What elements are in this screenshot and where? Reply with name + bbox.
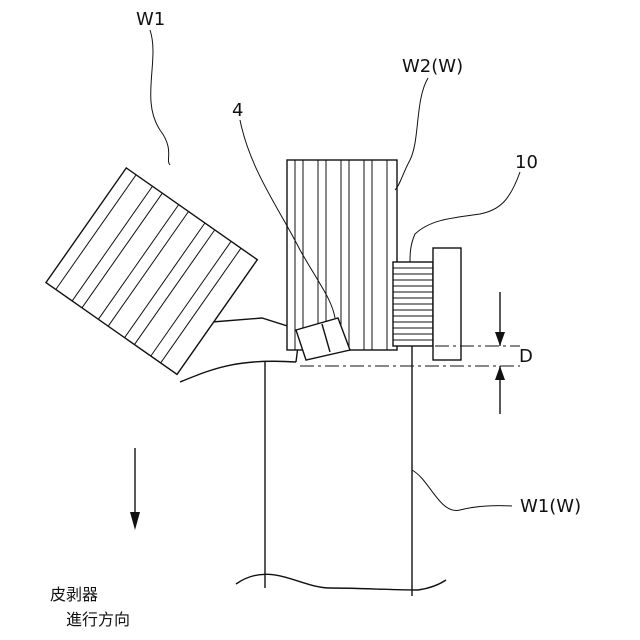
leader-w1w — [412, 470, 512, 510]
label-10: 10 — [515, 152, 538, 173]
direction-arrow — [130, 448, 140, 530]
direction-label-line1: 皮剥器 — [50, 585, 98, 604]
label-w2w: W2(W) — [402, 56, 463, 77]
leader-w2 — [395, 78, 428, 190]
tilted-bundle-w1 — [46, 168, 257, 374]
label-4: 4 — [232, 100, 243, 121]
direction-label-line2: 進行方向 — [66, 610, 130, 629]
label-d: D — [519, 346, 533, 367]
leader-w1 — [150, 30, 170, 165]
trunk-w1w — [236, 345, 446, 596]
label-w1w: W1(W) — [520, 496, 581, 517]
label-w1: W1 — [136, 9, 165, 30]
leader-10 — [410, 172, 520, 262]
upright-bundle-w2 — [287, 160, 397, 350]
component-10 — [393, 248, 461, 360]
